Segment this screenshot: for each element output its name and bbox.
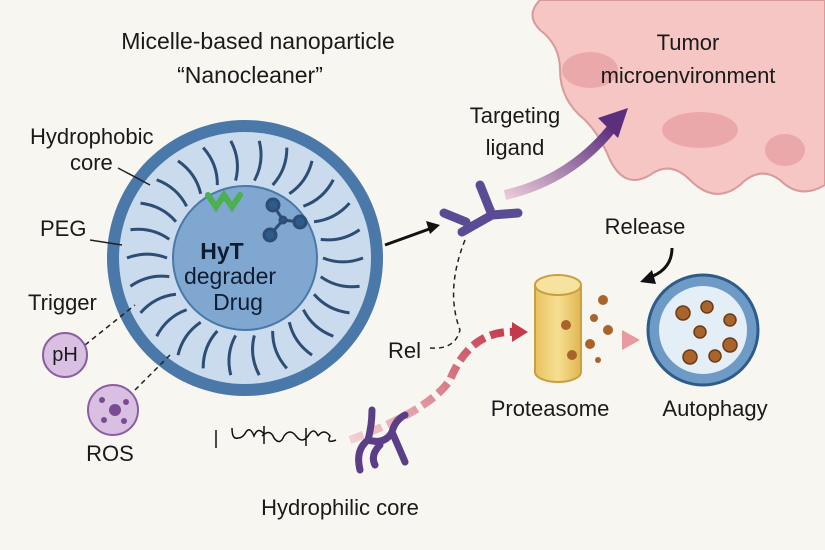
peg-tail	[140, 201, 178, 223]
degrader-molecule-icon	[262, 197, 308, 243]
targeting-ligand-label-2: ligand	[485, 135, 545, 160]
arrow-head-icon	[426, 221, 440, 234]
peg-tail	[176, 320, 202, 356]
core-text-degrader: degrader	[183, 263, 277, 289]
release-label: Release	[604, 214, 686, 239]
tumor-cell	[562, 52, 618, 88]
ros-label: ROS	[86, 441, 134, 466]
hydrophilic-molecule-icon	[355, 406, 409, 474]
title-line-2: “Nanocleaner”	[177, 62, 323, 88]
tumor-microenvironment-blob	[531, 0, 825, 195]
peg-tail	[288, 160, 314, 196]
peg-tail	[322, 256, 364, 264]
released-particles	[585, 295, 613, 363]
tumor-label-2: microenvironment	[600, 63, 776, 88]
peg-tail	[320, 228, 361, 242]
tumor-label: Tumor	[656, 30, 720, 55]
peg-tail	[271, 330, 288, 370]
core-text-drug: Drug	[213, 289, 263, 315]
tumor-arrow-head-icon	[598, 108, 628, 138]
peg-tail	[302, 309, 334, 338]
autophagy-vesicle	[646, 273, 760, 387]
title-line-1: Micelle-based nanoparticle	[121, 28, 395, 54]
proteasome-label: Proteasome	[490, 396, 610, 421]
peg-tail	[229, 140, 239, 181]
tumor-cell	[765, 134, 805, 166]
peg-tail	[126, 252, 168, 260]
pink-arrow-icon	[622, 330, 640, 350]
trigger-label: Trigger	[28, 290, 97, 315]
peg-tail	[201, 329, 219, 369]
hydrophobic-core-label: Hydrophobic	[30, 124, 154, 149]
peg-tail	[271, 147, 289, 187]
polymer-chain-squiggle	[215, 426, 337, 448]
ph-trigger-circle	[42, 332, 88, 378]
targeting-ligand-antibody-icon	[439, 180, 523, 237]
ph-label: pH	[52, 344, 78, 366]
tumor-cell	[662, 112, 738, 148]
rel-fragment-label: Rel	[388, 338, 422, 363]
ros-trigger-circle	[87, 384, 139, 436]
autophagy-label: Autophagy	[662, 396, 768, 421]
peg-tail	[155, 308, 188, 337]
peg-tail	[253, 140, 263, 182]
peg-tail	[156, 178, 188, 207]
peg-tail	[251, 335, 261, 376]
peg-tail	[177, 159, 203, 195]
micelle-nanoparticle	[107, 120, 383, 396]
hydrophobic-core-label-2: core	[70, 150, 113, 175]
peg-tail	[313, 202, 351, 224]
targeting-ligand-label: Targeting	[469, 103, 561, 128]
proteasome-cylinder	[534, 274, 582, 383]
peg-tail	[312, 293, 350, 315]
release-arrow-head-icon	[640, 270, 656, 284]
peg-tail	[302, 179, 335, 208]
peg-tail	[319, 275, 360, 289]
peg-label: PEG	[40, 216, 87, 241]
red-arrow-head-icon	[512, 322, 528, 342]
peg-tail	[287, 321, 313, 357]
peg-tail	[227, 334, 237, 376]
core-text-hyt: HyT	[200, 238, 244, 264]
peg-tail	[130, 227, 171, 241]
peg-tail	[202, 146, 219, 186]
peg-tail	[139, 292, 177, 314]
peg-tail	[129, 274, 170, 288]
green-molecule-icon	[205, 189, 243, 213]
hydrophilic-core-label: Hydrophilic core	[261, 495, 419, 520]
